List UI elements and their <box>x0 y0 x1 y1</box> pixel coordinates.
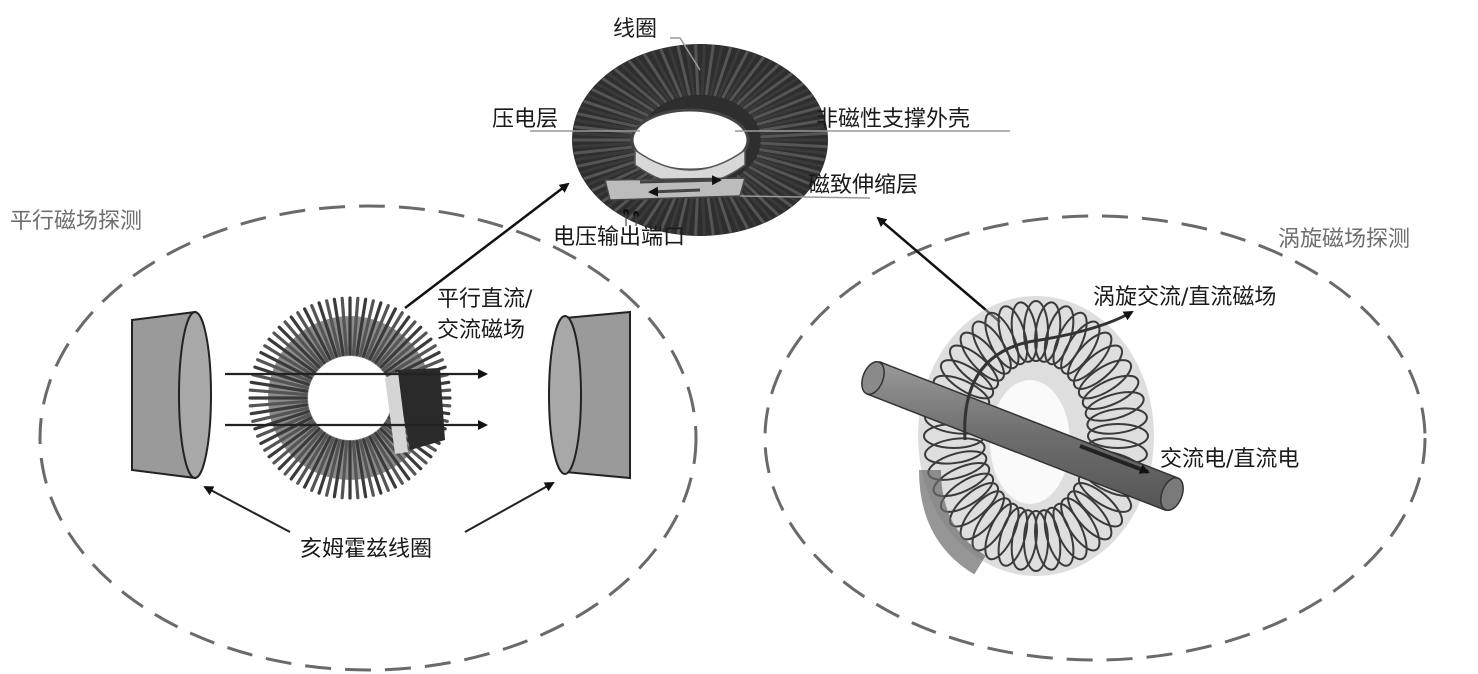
right-field-label: 涡旋交流/直流磁场 <box>1093 285 1276 310</box>
top-toroid-device <box>572 44 828 236</box>
label-helmholtz: 亥姆霍兹线圈 <box>300 537 432 562</box>
right-panel-title: 涡旋磁场探测 <box>1278 227 1410 252</box>
helmholtz-disk-right <box>548 310 631 480</box>
left-region-ellipse <box>38 204 698 672</box>
helmholtz-arrow-left <box>203 486 291 533</box>
right-region-ellipse <box>763 214 1427 662</box>
label-magnetostrictive-layer: 磁致伸缩层 <box>808 173 918 198</box>
swirl-field-arrow <box>963 310 1134 441</box>
helmholtz-arrow-right <box>464 482 555 533</box>
right-current-label: 交流电/直流电 <box>1160 447 1299 472</box>
port-leader <box>625 212 637 226</box>
right-to-top-arrow <box>876 216 1001 323</box>
left-field-label-line1: 平行直流/ <box>437 287 533 312</box>
magneto-leader <box>739 195 871 199</box>
left-to-top-arrow <box>404 182 570 309</box>
left-field-label-line2: 交流磁场 <box>437 318 525 343</box>
label-piezo-layer: 压电层 <box>492 107 558 132</box>
coil-leader <box>670 37 701 71</box>
label-voltage-port: 电压输出端口 <box>553 225 685 250</box>
helmholtz-disk-left <box>131 310 212 480</box>
left-panel-title: 平行磁场探测 <box>10 209 142 234</box>
left-toroid <box>248 296 452 500</box>
label-coil: 线圈 <box>613 17 657 42</box>
current-rod <box>861 360 1184 512</box>
label-shell: 非磁性支撑外壳 <box>816 107 970 132</box>
